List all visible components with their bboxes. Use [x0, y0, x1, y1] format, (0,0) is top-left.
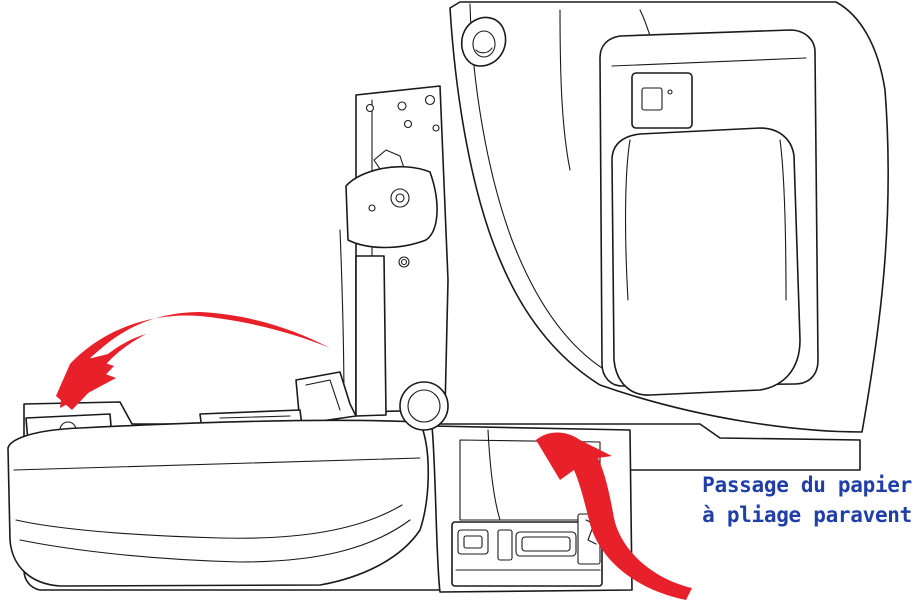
callout-line-2: à pliage paravent [702, 503, 912, 527]
cover-latch [461, 16, 507, 67]
hinge-knob [399, 381, 449, 431]
printer-base [7, 401, 861, 593]
feed-arrow-icon [536, 432, 692, 600]
callout-line-1: Passage du papier [702, 473, 912, 497]
status-indicator [631, 72, 693, 129]
printer-top-cover [449, 1, 889, 433]
print-mechanism [295, 85, 449, 425]
rotate-arrow-icon [56, 312, 330, 410]
io-port-panel [457, 513, 601, 565]
fanfold-paper-path-label: Passage du papier à pliage paravent [650, 470, 912, 530]
